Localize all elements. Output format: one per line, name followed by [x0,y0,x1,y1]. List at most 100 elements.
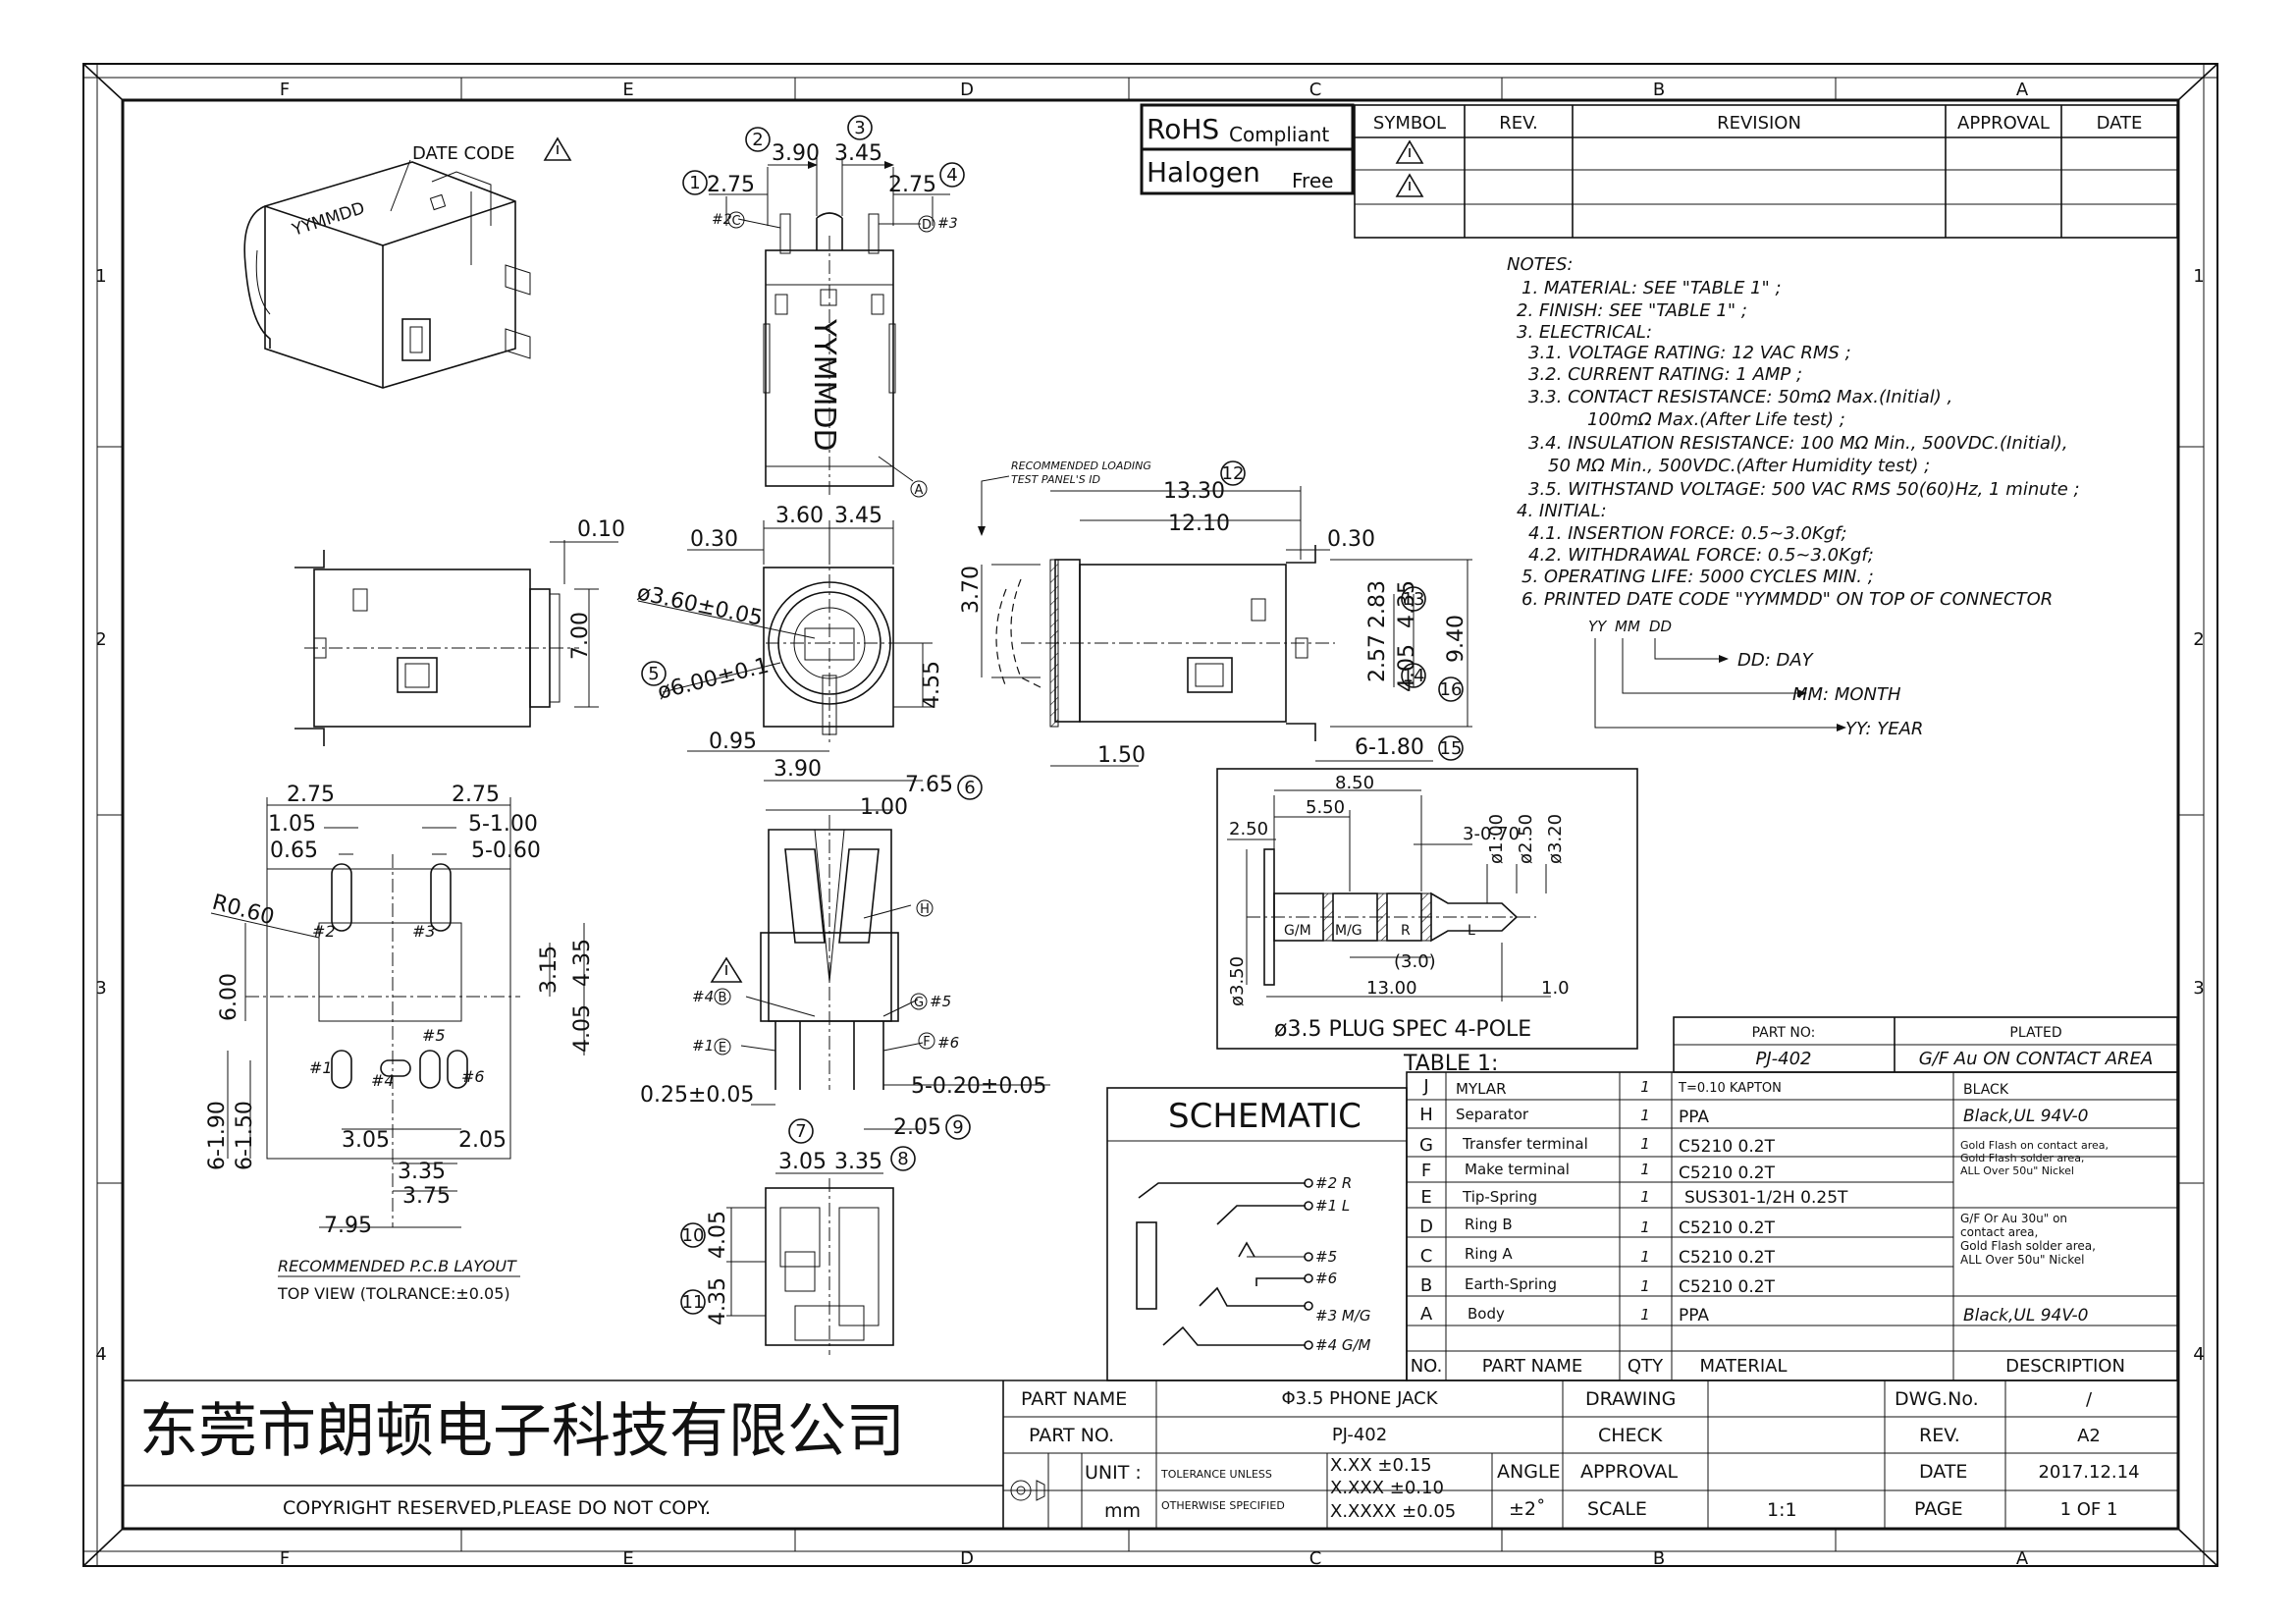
dim-label: 5-1.00 [468,812,538,837]
dim-label: 5-0.60 [471,839,541,863]
part-no-label: PART NO: [1752,1025,1816,1041]
front-view: 3.60 3.45 0.30 ø3.60±0.05 ø6.00±0.1 4.55… [635,504,953,820]
bom-header: MATERIAL [1700,1356,1788,1377]
angle-value: ±2˚ [1509,1498,1546,1520]
svg-text:15: 15 [1440,738,1463,759]
scale-label: SCALE [1587,1498,1647,1520]
dim-label: 6-1.50 [233,1101,257,1170]
dim-label: 4.55 [920,661,944,709]
dim-label: 1.0 [1541,978,1570,999]
sheet-frame: F E D C B A F E D C B A 1 2 3 4 1 2 3 4 [82,63,2218,1569]
svg-text:3: 3 [854,118,865,138]
part-header: PART NO: PLATED PJ-402 G/F Au ON CONTACT… [1403,1016,2178,1076]
dim-label: ø3.20 [1545,814,1566,864]
code-part: MM [1615,618,1640,635]
dim-label: 13.30 [1163,479,1225,504]
dim-label: 3.35 [834,1150,882,1174]
note-line: 3.3. CONTACT RESISTANCE: 50mΩ Max.(Initi… [1528,387,1952,407]
warning-triangle-icon [710,956,743,983]
bom-desc-line: G/F Or Au 30u" on [1960,1212,2067,1225]
balloon-5: 5 [641,661,667,686]
bom-material: C5210 0.2T [1679,1277,1776,1297]
dim-label: 0.30 [690,527,738,552]
col-label: D [960,1548,974,1569]
bom-header: DESCRIPTION [2005,1356,2125,1377]
rev-header: SYMBOL [1373,113,1446,134]
side-view: 0.10 7.00 [294,517,625,746]
top-view-label: TOP VIEW (TOLRANCE:±0.05) [277,1284,510,1303]
col-label: E [622,80,633,100]
code-part: YY [1588,618,1608,635]
plug-segment: M/G [1335,923,1362,939]
dim-label: 3.45 [834,141,882,166]
col-label: B [1653,80,1665,100]
svg-text:C: C [731,214,740,229]
letter-h: H [916,899,934,917]
drawing-label: DRAWING [1585,1388,1676,1410]
bom-no: E [1420,1187,1431,1208]
tolerance-label: TOLERANCE UNLESS [1160,1468,1272,1481]
note-line: 2. FINISH: SEE "TABLE 1" ; [1517,300,1747,321]
plug-segment: R [1401,923,1411,939]
dim-label: 2.05 [458,1128,507,1153]
bom-header: QTY [1628,1356,1664,1377]
balloon-callouts: 1 2 3 4 5 6 7 8 9 10 11 12 13 14 15 16 [641,115,1464,1315]
plug-spec-title: ø3.5 PLUG SPEC 4-POLE [1274,1017,1531,1042]
date-label: DATE [1919,1461,1967,1483]
date-code-label: DATE CODE [412,143,515,164]
dim-label: 3.70 [959,566,984,614]
dim-label: ø2.50 [1516,814,1536,864]
note-line: 100mΩ Max.(After Life test) ; [1587,409,1845,430]
bom-desc-line: ALL Over 50u" Nickel [1960,1253,2084,1267]
bom-no: G [1419,1135,1433,1156]
pcb-layout: #1 #2 #3 #4 #5 #6 2.75 2.75 1.05 5-1.00 … [205,783,595,1303]
svg-text:4: 4 [946,165,957,186]
note-line: 50 MΩ Min., 500VDC.(After Humidity test)… [1548,456,1930,476]
rohs-box: RoHS Compliant Halogen Free [1140,103,1355,195]
pin-label: #4 [692,988,714,1005]
dim-label: ø3.60±0.05 [635,580,765,630]
balloon-8: 8 [890,1146,916,1171]
note-line: 1. MATERIAL: SEE "TABLE 1" ; [1522,278,1782,298]
back-view: 4.05 4.35 [706,1178,894,1355]
dim-label: 4.05 [706,1211,730,1259]
note-line: 3.5. WITHSTAND VOLTAGE: 500 VAC RMS 50(6… [1528,479,2080,500]
recommended-loading-label: RECOMMENDED LOADING [1011,460,1151,472]
letter-d: D [918,215,935,233]
angle-label: ANGLE [1497,1461,1561,1483]
test-panel-label: TEST PANEL'S ID [1011,473,1100,486]
svg-text:16: 16 [1440,679,1463,700]
pin-label: #1 [692,1037,714,1055]
col-label: D [960,80,974,100]
schematic-pin: #5 [1315,1248,1337,1266]
dim-label: ø1.00 [1486,814,1507,864]
isometric-view: YYMMDD DATE CODE [243,136,572,389]
rev-label: REV. [1919,1425,1960,1446]
schematic-pin: #2 R [1315,1174,1352,1192]
balloon-3: 3 [847,115,873,140]
code-meaning: MM: MONTH [1792,684,1901,705]
dim-label: 2.75 [452,783,500,807]
dim-label: 4.35 [570,939,595,987]
dim-label: 1.00 [860,795,908,820]
bom-qty: 1 [1640,1248,1650,1266]
letter-e: E [714,1038,731,1055]
rev-header: DATE [2097,113,2143,134]
check-label: CHECK [1598,1425,1663,1446]
bom-material: SUS301-1/2H 0.25T [1684,1188,1848,1208]
tolerance-xxx: X.XXX ±0.10 [1330,1478,1444,1498]
dim-label: 4.35 [706,1277,730,1325]
pin-label: #5 [930,993,951,1010]
bom-name: MYLAR [1456,1080,1507,1098]
scale-value: 1:1 [1767,1499,1797,1521]
pin-label: #3 [412,922,436,941]
page-label: PAGE [1914,1498,1963,1520]
plated-label: PLATED [2009,1025,2061,1041]
dim-label: 3.45 [834,504,882,528]
dim-label: 12.10 [1168,512,1230,536]
dim-label: 8.50 [1335,773,1374,793]
letter-c: C [727,211,745,229]
dim-label: 0.95 [709,730,757,754]
balloon-10: 10 [680,1222,706,1248]
dim-label: 5-0.20±0.05 [911,1074,1046,1099]
